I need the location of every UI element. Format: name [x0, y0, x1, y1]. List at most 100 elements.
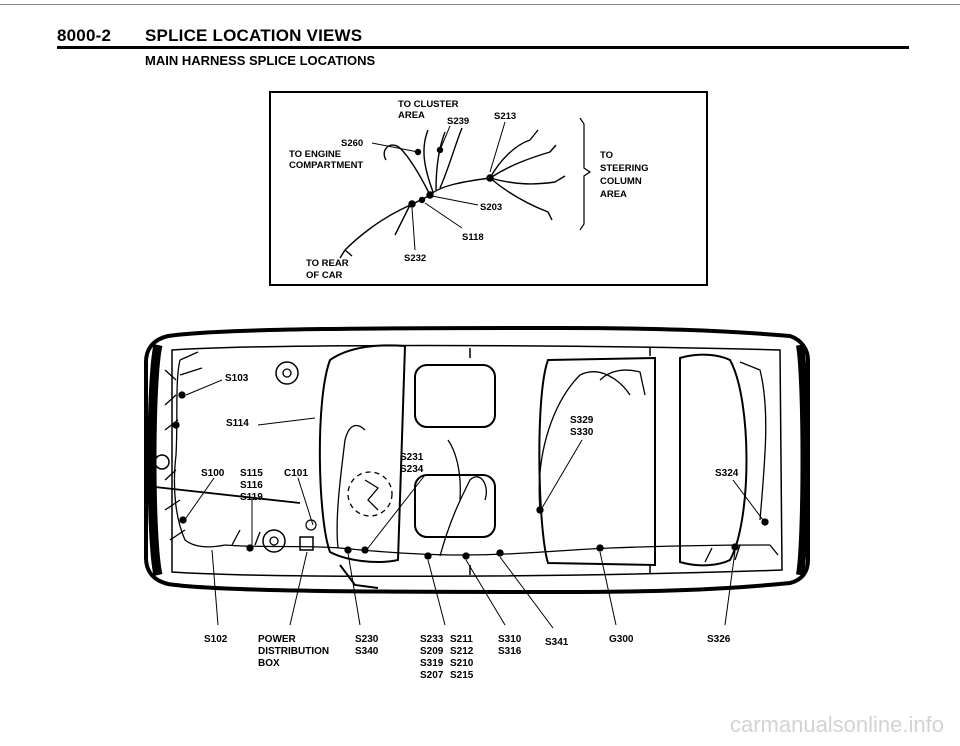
label-s310: S310 — [498, 634, 522, 645]
inset-harness-cluster — [435, 131, 446, 191]
leader-s119 — [154, 486, 301, 504]
c101-connector-wiring — [364, 479, 379, 511]
label-power-3: BOX — [258, 658, 280, 669]
label-s340: S340 — [355, 646, 379, 657]
splice-s115 — [246, 544, 254, 552]
splice-s340 — [361, 546, 369, 554]
label-s213: S213 — [494, 111, 516, 122]
label-s102: S102 — [204, 634, 228, 645]
component-headlamp-connector — [154, 454, 170, 470]
label-s103: S103 — [225, 373, 249, 384]
label-col-b-1: S212 — [450, 646, 474, 657]
leader-s329 — [541, 439, 583, 509]
inset-harness-main — [429, 177, 491, 196]
splice-s326 — [731, 543, 739, 551]
label-s115: S115 — [240, 468, 263, 479]
label-s231: S231 — [400, 452, 424, 463]
leader-g300 — [599, 551, 617, 626]
inset-harness-branch — [394, 204, 411, 236]
inset-splice-s232 — [408, 200, 416, 208]
component-s103-relay-inner — [282, 368, 292, 378]
label-s341: S341 — [545, 637, 569, 648]
label-s203: S203 — [480, 202, 502, 213]
leader-s233 — [427, 559, 446, 626]
label-col-a-2: S319 — [420, 658, 444, 669]
section-subtitle: MAIN HARNESS SPLICE LOCATIONS — [145, 53, 376, 68]
label-s119: S119 — [240, 492, 263, 503]
label-s326: S326 — [707, 634, 731, 645]
car-inner-outline — [171, 344, 783, 578]
inset-harness-steer3 — [489, 177, 553, 221]
component-relay-front-inner — [269, 536, 279, 546]
label-to-rear-2: OF CAR — [306, 270, 343, 281]
label-to-steering-3: COLUMN — [600, 176, 642, 187]
front-branches — [164, 369, 186, 541]
label-to-steering-4: AREA — [600, 189, 627, 200]
car-wiring — [154, 351, 779, 563]
label-power-2: DISTRIBUTION — [258, 646, 329, 657]
label-col-b-0: S211 — [450, 634, 473, 645]
inset-leader-s203 — [431, 195, 479, 206]
bottom-labels: S102 POWER DISTRIBUTION BOX S230 S340 S2… — [204, 634, 731, 681]
page-title: SPLICE LOCATION VIEWS — [145, 26, 363, 45]
inset-harness-cluster2 — [439, 127, 463, 189]
center-branch — [447, 439, 461, 501]
front-seat-left — [414, 364, 496, 428]
leader-s326 — [724, 550, 736, 626]
inset-leader-s213 — [489, 121, 506, 173]
label-to-engine-1: TO ENGINE — [289, 149, 341, 160]
inset-harness-engine — [383, 144, 431, 196]
page-number: 8000-2 — [57, 26, 112, 45]
label-to-steering-2: STEERING — [600, 163, 649, 174]
splice-s324 — [761, 518, 769, 526]
label-col-a-1: S209 — [420, 646, 444, 657]
label-s239: S239 — [447, 116, 469, 127]
label-s316: S316 — [498, 646, 522, 657]
front-harness — [173, 359, 226, 548]
leader-s341 — [499, 556, 554, 629]
splice-g300 — [596, 544, 604, 552]
inset-splice-s213 — [486, 174, 494, 182]
trunk-branches — [704, 544, 779, 563]
splice-s100 — [179, 516, 187, 524]
inset-harness-s213 — [489, 129, 539, 179]
label-col-b-3: S215 — [450, 670, 474, 681]
leader-s231 — [367, 474, 426, 549]
splice-s114 — [172, 421, 180, 429]
inset-steering-brace — [579, 117, 592, 231]
label-s118: S118 — [462, 232, 484, 243]
leader-s100 — [185, 477, 215, 519]
label-s324: S324 — [715, 468, 739, 479]
splice-s230 — [344, 546, 352, 554]
power-distribution-box — [299, 536, 314, 551]
car-outline — [144, 325, 810, 595]
inset-leader-s260 — [371, 142, 419, 153]
label-to-cluster-2: AREA — [398, 110, 425, 121]
label-col-a-3: S207 — [420, 670, 444, 681]
leader-s103 — [185, 379, 223, 396]
leader-s324 — [732, 479, 764, 521]
trunk-harness — [739, 361, 767, 521]
splice-s103 — [178, 391, 186, 399]
label-s230: S230 — [355, 634, 379, 645]
leader-c101 — [297, 477, 314, 526]
inset-leader-s232 — [411, 207, 416, 251]
header-rule — [57, 46, 909, 49]
label-power-1: POWER — [258, 634, 297, 645]
top-border-line — [0, 4, 960, 5]
inset-harness-cluster3 — [423, 129, 434, 193]
front-windshield — [318, 344, 407, 563]
inset-arrow-rear — [339, 249, 353, 259]
label-to-cluster-1: TO CLUSTER — [398, 99, 459, 110]
car-labels: S103 S114 S100 S115 S116 S119 C101 S231 … — [201, 373, 739, 503]
floor-branches — [231, 529, 261, 546]
power-distribution-fuse — [305, 519, 317, 531]
label-s232: S232 — [404, 253, 426, 264]
inset-frame — [269, 91, 708, 286]
inset-harness-rear — [344, 194, 431, 251]
bottom-leaders — [211, 549, 736, 629]
front-top-branches — [179, 351, 203, 376]
inset-harness-steer2 — [489, 175, 566, 185]
page-header: 8000-2 SPLICE LOCATION VIEWS — [57, 26, 362, 46]
leader-s230 — [347, 552, 361, 626]
